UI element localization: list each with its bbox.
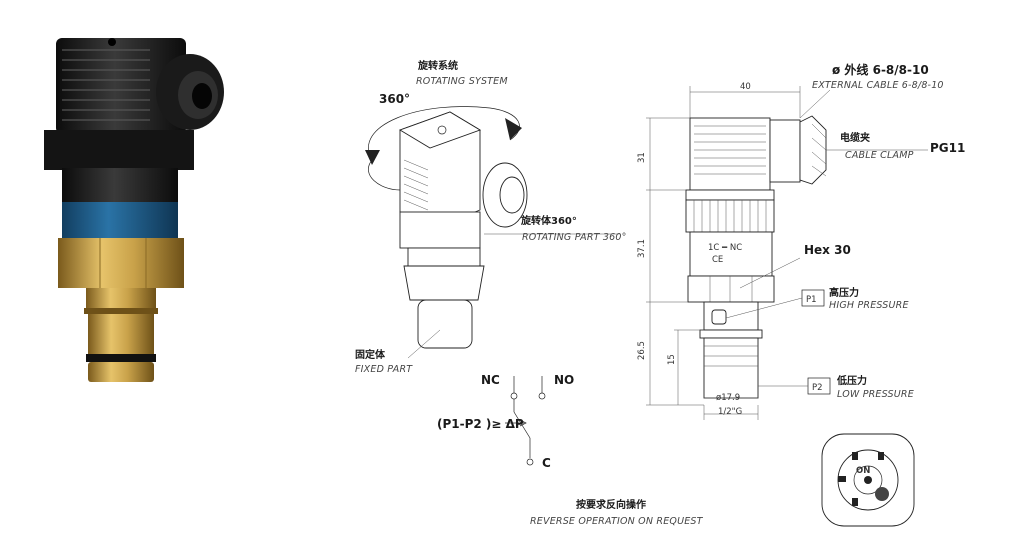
reverse-note-en: REVERSE OPERATION ON REQUEST <box>530 516 704 527</box>
product-photo <box>44 38 224 382</box>
rotating-system-en: ROTATING SYSTEM <box>416 76 508 87</box>
rotating-system-cn: 旋转系统 <box>417 59 458 72</box>
no-label: NO <box>554 373 574 387</box>
on-label: ON <box>856 466 870 476</box>
arrowhead-icon <box>365 150 380 165</box>
no-terminal <box>538 392 546 400</box>
svg-text:CE: CE <box>712 255 723 265</box>
dim-thread: 1/2"G <box>718 407 742 417</box>
fixed-part-cn: 固定体 <box>355 348 386 361</box>
p1-label: P1 <box>806 295 817 305</box>
dim-width-40: 40 <box>740 82 751 92</box>
rotation-arrow <box>368 106 520 161</box>
dim-diameter: ø17.9 <box>716 393 740 403</box>
dim-height-31: 31 <box>637 152 647 163</box>
delta-p-formula: (P1-P2 )≥ ΔP <box>437 417 524 431</box>
nc-terminal <box>510 392 518 400</box>
rotating-system-view: 旋转系统 ROTATING SYSTEM 360° 旋转体360° ROTATI… <box>355 59 627 375</box>
dim-height-26-5: 26.5 <box>637 341 647 360</box>
dim-height-15: 15 <box>667 354 677 365</box>
dim-height-37-1: 37.1 <box>637 239 647 258</box>
cable-clamp-en: CABLE CLAMP <box>845 150 914 161</box>
high-pressure-en: HIGH PRESSURE <box>829 300 909 311</box>
cable-clamp-outline <box>799 115 827 185</box>
reverse-note-cn: 按要求反向操作 <box>576 498 646 511</box>
fixed-part-en: FIXED PART <box>355 364 413 375</box>
rotating-part-en: ROTATING PART 360° <box>522 232 627 243</box>
svg-text:1C ━ NC: 1C ━ NC <box>708 243 742 253</box>
low-pressure-en: LOW PRESSURE <box>837 389 914 400</box>
pg11-label: PG11 <box>930 141 965 155</box>
p2-label: P2 <box>812 383 823 393</box>
connector-ribs <box>62 49 150 121</box>
external-cable-en: EXTERNAL CABLE 6-8/8-10 <box>812 80 944 91</box>
switch-schematic: NC NO C (P1-P2 )≥ ΔP <box>437 373 574 470</box>
high-pressure-cn: 高压力 <box>829 286 859 299</box>
nc-label: NC <box>481 373 500 387</box>
rotating-part-cn: 旋转体360° <box>520 214 577 227</box>
plug-face-view: ON <box>821 433 915 527</box>
connector-outline <box>689 117 771 191</box>
cable-clamp-cn: 电缆夹 <box>840 131 870 144</box>
low-pressure-cn: 低压力 <box>836 374 867 387</box>
hex30-label: Hex 30 <box>804 243 851 257</box>
rotation-degree: 360° <box>379 92 410 106</box>
c-label: C <box>542 456 551 470</box>
side-dimension-drawing: 40 1C ━ NC CE <box>637 62 965 420</box>
arrowhead-icon <box>505 118 522 140</box>
external-cable-cn: ø 外线 6-8/8-10 <box>832 62 929 77</box>
hex-outline <box>687 275 775 303</box>
c-terminal <box>526 458 534 466</box>
